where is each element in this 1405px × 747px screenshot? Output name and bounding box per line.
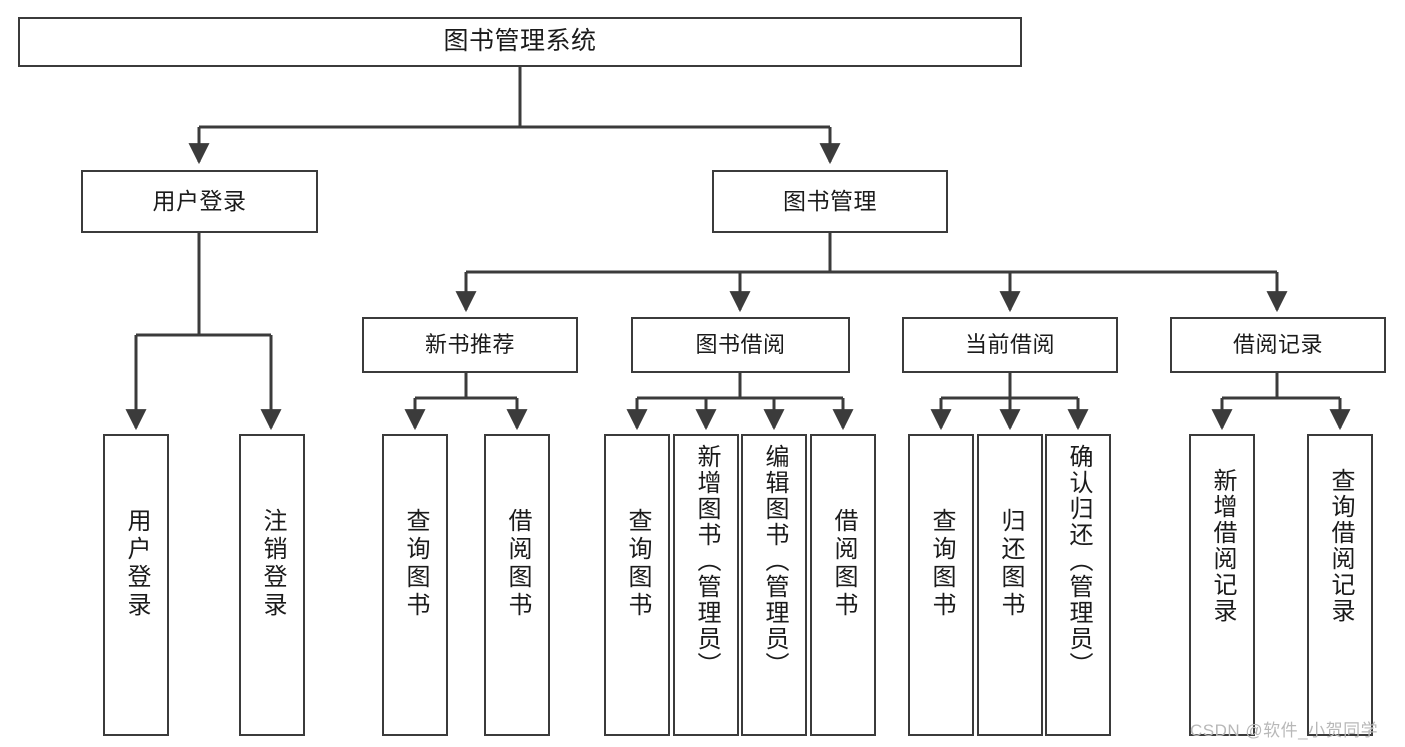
node-leaf-edit-book[interactable]: 编辑图书（管理员） [741,434,807,736]
node-leaf-borrow-book-2-label: 借阅图书 [830,508,857,620]
node-book-manage-label: 图书管理 [783,187,877,214]
node-leaf-user-login-label: 用户登录 [123,508,150,620]
node-user-login-label: 用户登录 [152,187,247,214]
node-leaf-user-login[interactable]: 用户登录 [103,434,169,736]
node-current-borrow-label: 当前借阅 [964,332,1055,358]
node-book-borrow[interactable]: 图书借阅 [631,317,850,373]
node-leaf-add-book[interactable]: 新增图书（管理员） [673,434,739,736]
node-leaf-add-record-label: 新增借阅记录 [1209,468,1236,624]
node-book-manage[interactable]: 图书管理 [712,170,948,233]
node-borrow-record[interactable]: 借阅记录 [1170,317,1386,373]
node-current-borrow[interactable]: 当前借阅 [902,317,1118,373]
node-leaf-query-book-3[interactable]: 查询图书 [908,434,974,736]
node-leaf-query-book-3-label: 查询图书 [928,508,955,620]
node-leaf-confirm-return-label: 确认归还（管理员） [1065,444,1092,678]
node-leaf-borrow-book-1-label: 借阅图书 [504,508,531,620]
node-leaf-add-book-label: 新增图书（管理员） [693,444,720,678]
node-leaf-query-book-1[interactable]: 查询图书 [382,434,448,736]
node-leaf-add-record[interactable]: 新增借阅记录 [1189,434,1255,736]
node-root-label: 图书管理系统 [443,27,597,56]
node-borrow-record-label: 借阅记录 [1232,332,1323,358]
node-leaf-query-record[interactable]: 查询借阅记录 [1307,434,1373,736]
node-book-borrow-label: 图书借阅 [695,332,786,358]
node-leaf-return-book[interactable]: 归还图书 [977,434,1043,736]
csdn-watermark: CSDN @软件_小贺同学 [1190,721,1379,740]
node-leaf-query-book-2[interactable]: 查询图书 [604,434,670,736]
node-leaf-borrow-book-2[interactable]: 借阅图书 [810,434,876,736]
node-leaf-return-book-label: 归还图书 [997,508,1024,620]
node-user-login[interactable]: 用户登录 [81,170,318,233]
node-leaf-query-record-label: 查询借阅记录 [1327,468,1354,624]
node-leaf-confirm-return[interactable]: 确认归还（管理员） [1045,434,1111,736]
node-root[interactable]: 图书管理系统 [18,17,1022,67]
node-leaf-query-book-2-label: 查询图书 [624,508,651,620]
node-leaf-logout[interactable]: 注销登录 [239,434,305,736]
node-leaf-borrow-book-1[interactable]: 借阅图书 [484,434,550,736]
node-leaf-edit-book-label: 编辑图书（管理员） [761,444,788,678]
node-new-book-rec[interactable]: 新书推荐 [362,317,578,373]
node-leaf-logout-label: 注销登录 [259,508,286,620]
node-new-book-rec-label: 新书推荐 [424,332,515,358]
node-leaf-query-book-1-label: 查询图书 [402,508,429,620]
